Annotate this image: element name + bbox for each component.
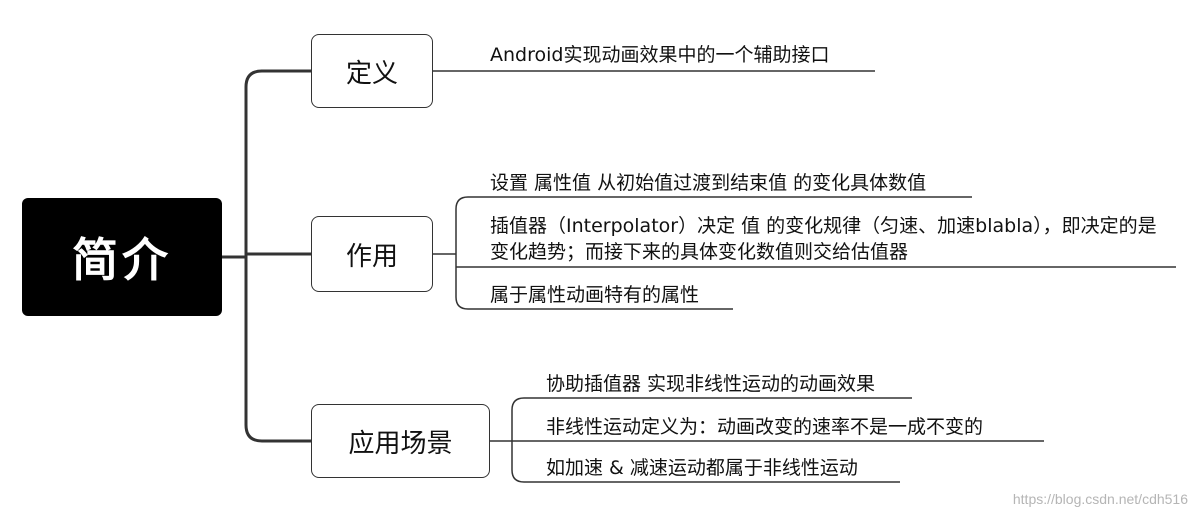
leaf-function-0[interactable]: 设置 属性值 从初始值过渡到结束值 的变化具体数值 [490, 172, 927, 194]
watermark: https://blog.csdn.net/cdh516 [1012, 491, 1188, 507]
leaf-definition-0[interactable]: Android实现动画效果中的一个辅助接口 [490, 44, 830, 66]
trunk-line [244, 69, 314, 443]
leaf-function-2[interactable]: 属于属性动画特有的属性 [490, 284, 700, 306]
topic-scenarios-label: 应用场景 [348, 428, 453, 459]
function-bracket [455, 196, 469, 310]
scenarios-bracket [511, 397, 525, 483]
root-label: 简介 [72, 233, 172, 287]
topic-function[interactable]: 作用 [311, 216, 433, 292]
leaf-scenarios-1[interactable]: 非线性运动定义为：动画改变的速率不是一成不变的 [546, 416, 984, 438]
leaf-scenarios-0[interactable]: 协助插值器 实现非线性运动的动画效果 [546, 373, 876, 395]
topic-function-label: 作用 [345, 241, 398, 272]
topic-definition[interactable]: 定义 [311, 34, 433, 108]
topic-scenarios[interactable]: 应用场景 [311, 404, 490, 478]
leaf-scenarios-2[interactable]: 如加速 & 减速运动都属于非线性运动 [546, 457, 858, 479]
root-node[interactable]: 简介 [22, 198, 222, 316]
leaf-function-1[interactable]: 插值器（Interpolator）决定 值 的变化规律（匀速、加速blabla）… [490, 215, 1157, 263]
topic-definition-label: 定义 [345, 58, 398, 89]
